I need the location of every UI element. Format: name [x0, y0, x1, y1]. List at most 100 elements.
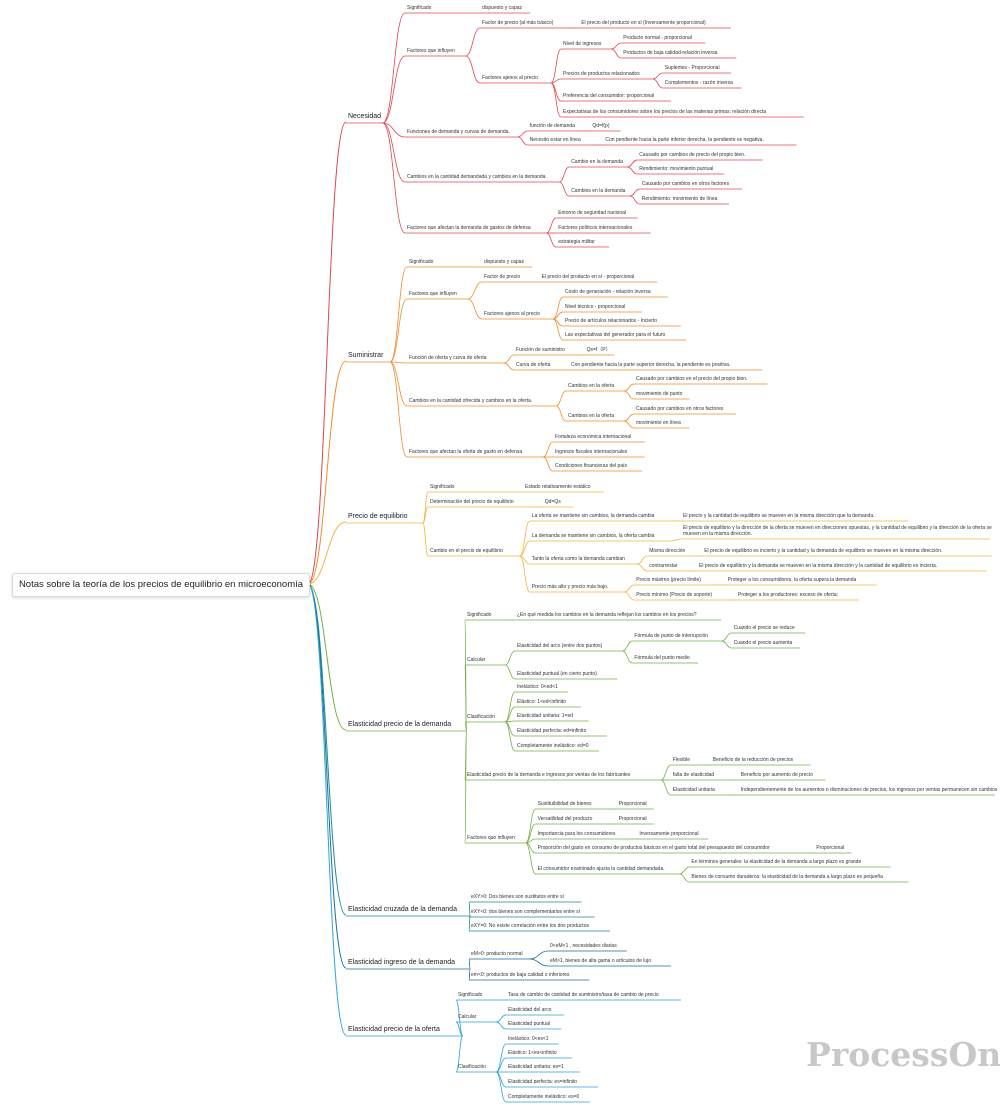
node-l2[interactable]: Cambios en la cantidad ofrecida y cambio…	[409, 398, 533, 404]
node-l4[interactable]: Inversamente proporcional	[639, 831, 699, 837]
node-l5[interactable]: Productos de baja calidad-relación inver…	[623, 50, 718, 56]
node-l4[interactable]: movimiento en línea	[636, 420, 681, 426]
node-l4[interactable]: Rendimiento: movimiento de línea	[641, 196, 718, 202]
branch-necesidad[interactable]: Necesidad	[348, 113, 382, 120]
node-l4[interactable]: Con pendiente hacia la parte superior de…	[571, 362, 731, 368]
node-l5[interactable]: Proteger a los consumidores, la oferta s…	[727, 577, 857, 583]
node-l3[interactable]: Condiciones financieras del país	[555, 463, 627, 469]
root-topic[interactable]: Notas sobre la teoría de los precios de …	[12, 573, 310, 597]
node-l2[interactable]: Función de oferta y curva de oferta	[409, 355, 487, 361]
node-l4[interactable]: contrarrestar	[649, 563, 678, 569]
node-l4[interactable]: Precio mínimo (Precio de soporte)	[636, 592, 713, 598]
node-l3[interactable]: ¿En qué medida los cambios en la demanda…	[517, 612, 697, 618]
node-l3[interactable]: dispuesto y capaz	[484, 259, 525, 265]
branch-equilibrio[interactable]: Precio de equilibrio	[348, 513, 408, 520]
node-l3[interactable]: Cambios en la oferta	[568, 413, 615, 419]
node-l3[interactable]: Factor de precio	[484, 274, 521, 280]
node-l3[interactable]: Fortaleza económica internacional	[555, 434, 632, 440]
node-l2[interactable]: Clasificación	[458, 1064, 487, 1070]
node-l2[interactable]: Cambios en la cantidad demandada y cambi…	[407, 174, 547, 180]
node-l3[interactable]: Entorno de seguridad nacional	[558, 210, 627, 216]
node-l4[interactable]: Nivel de ingresos	[563, 41, 602, 47]
node-l2[interactable]: eM>0: producto normal	[471, 951, 523, 957]
node-l3[interactable]: Elástico: 1<ed<infinito	[517, 699, 566, 705]
node-l3[interactable]: Completamente inelástico: es=0	[508, 1094, 580, 1100]
node-l3[interactable]: Sustituibilidad de bienes	[537, 801, 592, 807]
node-l3[interactable]: Elasticidad unitaria	[672, 787, 715, 793]
node-l3[interactable]: Elasticidad perfecta: es=infinito	[508, 1079, 578, 1085]
node-l4[interactable]: Causado por cambios en otros factores	[636, 406, 724, 412]
node-l4[interactable]: Con pendiente hacia la parte inferior de…	[605, 137, 764, 143]
node-l5[interactable]: Complementos - razón inversa	[664, 80, 733, 86]
node-l4[interactable]: El precio del producto en sí - proporcio…	[541, 274, 635, 280]
node-l2[interactable]: Factores que afectan la demanda de gasto…	[407, 225, 531, 231]
node-l4[interactable]: Qd=f(p)	[592, 123, 610, 129]
node-l3[interactable]: Estado relativamente estático	[525, 484, 591, 490]
node-l2[interactable]: eXY>0: Dos bienes son sustitutos entre s…	[471, 894, 564, 900]
node-l3[interactable]: Elasticidad del arco (entre dos puntos)	[517, 643, 603, 649]
node-l3[interactable]: Flexible	[672, 757, 691, 763]
node-l3[interactable]: Inelástico: 0<ed<1	[517, 684, 558, 690]
node-l4[interactable]: movimiento de punto	[636, 391, 683, 397]
node-l3[interactable]: Tasa de cambio de cantidad de suministro…	[508, 992, 659, 998]
node-l3[interactable]: Elasticidad perfecta: ed=infinito	[517, 728, 587, 734]
branch-suministrar[interactable]: Suministrar	[348, 352, 384, 359]
node-l5[interactable]: Cuando el precio aumenta	[733, 640, 793, 646]
node-l2[interactable]: Factores que influyen	[407, 48, 455, 54]
node-l4[interactable]: Precios de productos relacionados	[563, 71, 640, 77]
node-l2[interactable]: eXY=0: No existe correlación entre los d…	[471, 923, 589, 929]
node-l4[interactable]: Preferencia del consumidor: proporcional	[563, 93, 655, 99]
node-l3[interactable]: Factores ajenos al precio	[482, 75, 538, 81]
node-l4[interactable]: Fórmula de punto de interrupción	[634, 633, 709, 639]
node-l4[interactable]: Causado por cambios de precio del propio…	[639, 152, 746, 158]
node-l2[interactable]: Clasificación	[467, 714, 496, 720]
node-l4[interactable]: Precio máximo (precio límite)	[636, 577, 701, 583]
node-l3[interactable]: Cambio en la demanda	[571, 159, 623, 165]
node-l4[interactable]: Causado por cambios en el precio del pro…	[636, 376, 748, 382]
node-l5[interactable]: El precio de equilibrio y la demanda se …	[699, 563, 938, 569]
node-l2[interactable]: Calcular	[458, 1014, 477, 1020]
node-l4[interactable]: Las expectativas del generador para el f…	[565, 332, 666, 338]
node-l4[interactable]: Misma dirección	[649, 548, 686, 554]
branch-ingreso[interactable]: Elasticidad ingreso de la demanda	[348, 959, 456, 966]
node-l5[interactable]: Cuando el precio se reduce	[733, 625, 795, 631]
node-l3[interactable]: falta de elasticidad	[672, 772, 715, 778]
node-l3[interactable]: dispuesto y capaz	[482, 5, 523, 11]
node-l4[interactable]: Rendimiento: movimiento puntual	[639, 166, 714, 172]
node-l4[interactable]: El precio y la cantidad de equilibrio se…	[683, 513, 875, 519]
node-l3[interactable]: Elasticidad puntual (en cierto punto)	[517, 671, 597, 677]
node-l4[interactable]: El precio del producto en sí (Inversamen…	[581, 20, 706, 26]
node-l3[interactable]: Ingresos fiscales internacionales	[555, 449, 628, 455]
node-l4[interactable]: Independientemente de los aumentos o dis…	[740, 787, 998, 793]
node-l4[interactable]: En términos generales: la elasticidad de…	[691, 859, 862, 865]
node-l3[interactable]: Elasticidad unitaria: 1=ed	[517, 713, 574, 719]
node-l4[interactable]: Expectativas de los consumidores sobre l…	[563, 109, 767, 115]
branch-elasticidad_precio[interactable]: Elasticidad precio de la demanda	[348, 721, 452, 728]
node-l3[interactable]: Importancia para los consumidores	[537, 831, 616, 837]
node-l3[interactable]: Elasticidad unitaria: es=1	[508, 1064, 564, 1070]
node-l3[interactable]: Precio más alto y precio más bajo.	[531, 584, 609, 590]
node-l5[interactable]: El precio de equilibrio es incierto y la…	[704, 548, 943, 554]
node-l3[interactable]: Versatilidad del producto	[537, 816, 593, 822]
node-l2[interactable]: Significado	[458, 992, 483, 998]
node-l4[interactable]: Proporcional	[618, 801, 647, 807]
node-l3[interactable]: función de demanda	[529, 123, 575, 129]
node-l4[interactable]: Beneficio de la reducción de precios	[712, 757, 794, 763]
node-l3[interactable]: Factores ajenos al precio	[484, 311, 540, 317]
node-l4[interactable]: Beneficio por aumento de precio	[740, 772, 813, 778]
node-l3[interactable]: Factores políticos internacionales	[558, 225, 633, 231]
node-l4[interactable]: Proporcional	[618, 816, 647, 822]
node-l3[interactable]: eM>1, bienes de alta gama o artículos de…	[550, 958, 652, 964]
node-l2[interactable]: Cambio en el precio de equilibrio	[430, 548, 503, 554]
node-l2[interactable]: Factores que afectan la oferta de gasto …	[409, 449, 523, 455]
node-l2[interactable]: Factores que influyen	[467, 835, 515, 841]
node-l4[interactable]: Causado por cambios en otros factores	[641, 181, 730, 187]
node-l3[interactable]: El consumidor examinado ajusta la cantid…	[537, 866, 665, 872]
node-l2[interactable]: Calcular	[467, 657, 486, 663]
node-l2[interactable]: eXY<0: dos bienes son complementarios en…	[471, 909, 581, 915]
node-l3[interactable]: Factor de precio (al más básico)	[482, 20, 554, 26]
node-l4[interactable]: Precio de artículos relacionados - Incie…	[565, 318, 657, 324]
node-l4[interactable]: Bienes de consumo duraderos: la elastici…	[691, 874, 883, 880]
branch-cruzada[interactable]: Elasticidad cruzada de la demanda	[348, 906, 457, 913]
node-l4[interactable]: Fórmula del punto medio	[634, 655, 690, 661]
